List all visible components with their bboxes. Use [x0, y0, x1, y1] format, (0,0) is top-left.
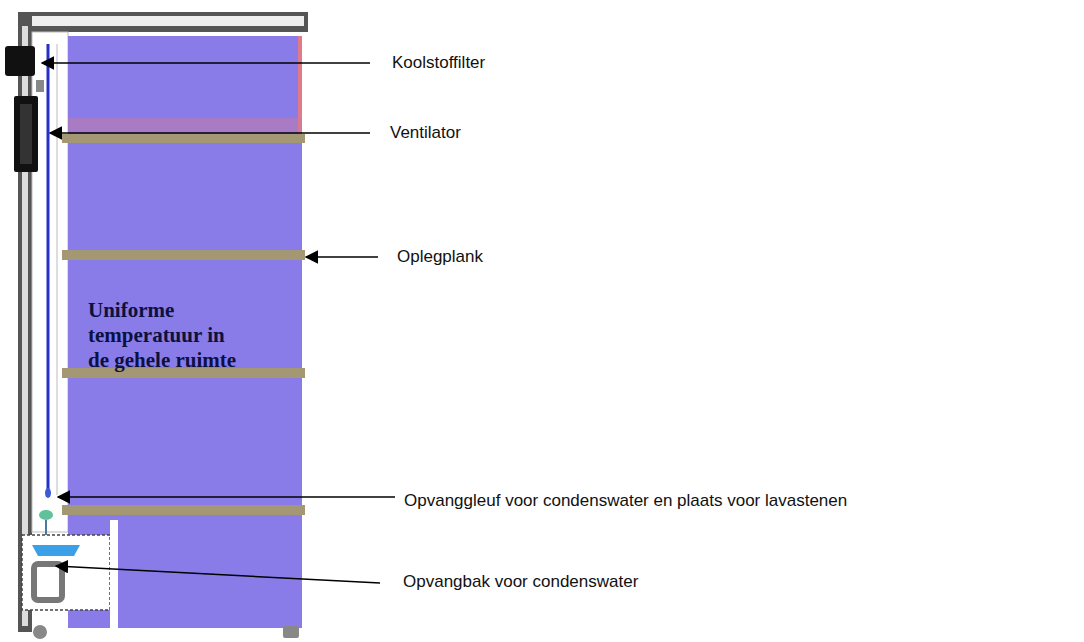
tray-compartment — [22, 535, 110, 610]
condensate-water — [32, 545, 80, 556]
lava-stones — [39, 510, 53, 520]
carbon-filter — [5, 46, 35, 76]
region-text: Uniforme temperatuur in de gehele ruimte — [88, 298, 238, 373]
part-label: Koolstoffilter — [390, 53, 487, 73]
leader-line — [50, 132, 370, 134]
leader-line — [56, 566, 380, 583]
leader-line — [58, 496, 395, 498]
collection-tray — [34, 564, 62, 600]
part-label: Opvangbak voor condenswater — [401, 572, 640, 592]
leader-line — [306, 256, 378, 258]
shelf — [62, 250, 305, 260]
fan — [14, 96, 38, 172]
shelf — [62, 505, 305, 515]
top-panel — [18, 12, 308, 32]
air-duct — [47, 44, 50, 490]
part-label: Ventilator — [388, 123, 463, 143]
part-label: Oplegplank — [395, 247, 485, 267]
part-label: Opvanggleuf voor condenswater en plaats … — [402, 491, 849, 511]
leader-line — [42, 62, 370, 64]
shelf — [62, 134, 305, 143]
interior-region: Uniforme temperatuur in de gehele ruimte — [68, 36, 302, 628]
foot — [283, 626, 299, 638]
wheel — [33, 625, 47, 639]
